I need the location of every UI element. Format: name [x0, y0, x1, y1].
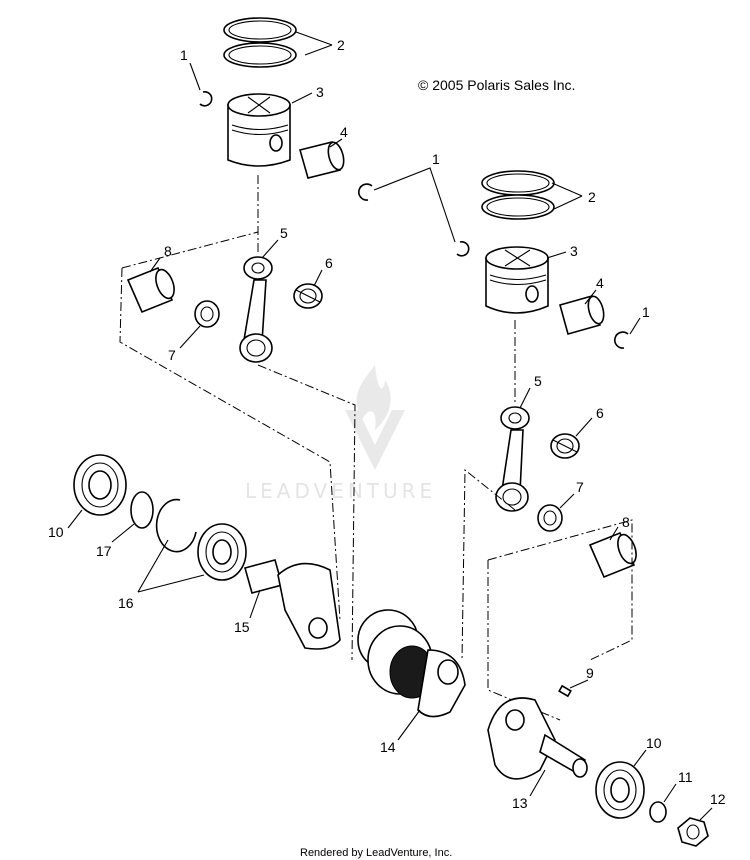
piston-rings-left	[223, 17, 297, 68]
piston-pin-left	[299, 141, 345, 179]
callout-3: 3	[570, 243, 578, 259]
callout-7: 7	[168, 347, 176, 363]
callout-8: 8	[622, 514, 630, 530]
circlip-left-top	[199, 91, 213, 107]
callout-13: 13	[512, 795, 528, 811]
needle-bearing-right	[550, 433, 580, 459]
assembly-outline-right	[461, 320, 633, 721]
callout-15: 15	[234, 619, 250, 635]
assembly-outline-left	[119, 175, 356, 661]
callout-leaders	[67, 31, 713, 821]
nut-12	[677, 817, 709, 847]
crank-pin-left	[126, 266, 175, 314]
callout-16: 16	[118, 595, 134, 611]
callout-12: 12	[710, 791, 726, 807]
crankshaft-half-right	[487, 697, 588, 780]
callout-10: 10	[646, 735, 662, 751]
crank-pin-right	[588, 531, 637, 579]
callout-9: 9	[586, 665, 594, 681]
woodruff-key	[558, 684, 572, 698]
callout-2: 2	[337, 37, 345, 53]
connecting-rod-left	[239, 256, 273, 363]
callout-1: 1	[642, 304, 650, 320]
callout-4: 4	[596, 275, 604, 291]
callout-11: 11	[678, 769, 693, 785]
piston-right	[485, 246, 549, 314]
snap-ring-17	[130, 491, 154, 529]
bearing-7-left	[194, 300, 220, 328]
callout-4: 4	[340, 124, 348, 140]
bearing-7-right	[537, 504, 563, 532]
main-bearing-left	[73, 454, 127, 516]
crankshaft-center	[357, 609, 466, 718]
callout-3: 3	[316, 84, 324, 100]
callout-7: 7	[576, 479, 584, 495]
callout-6: 6	[596, 405, 604, 421]
crankshaft-half-left	[244, 559, 341, 650]
piston-pin-right	[559, 295, 605, 335]
callout-5: 5	[280, 225, 288, 241]
needle-bearing-left	[293, 283, 323, 309]
seal-ring-16a	[155, 498, 197, 553]
callout-10: 10	[48, 524, 64, 540]
circlip-left-mid	[358, 183, 373, 201]
piston-left	[227, 93, 291, 167]
callout-1: 1	[432, 151, 440, 167]
callout-14: 14	[380, 739, 396, 755]
copyright-notice: © 2005 Polaris Sales Inc.	[418, 77, 575, 93]
leadventure-watermark: LEADVENTURE	[245, 365, 436, 503]
footer-credit: Rendered by LeadVenture, Inc.	[300, 847, 452, 859]
callout-6: 6	[325, 255, 333, 271]
main-bearing-right	[595, 761, 645, 819]
callout-2: 2	[588, 189, 596, 205]
circlip-right-top	[456, 241, 470, 257]
leadventure-flame-icon	[345, 365, 405, 470]
connecting-rod-right	[495, 406, 530, 512]
callout-8: 8	[164, 243, 172, 259]
callout-5: 5	[534, 373, 542, 389]
callout-1: 1	[180, 47, 188, 63]
washer-11	[649, 801, 667, 823]
callout-17: 17	[96, 543, 112, 559]
piston-rings-right	[481, 170, 555, 220]
circlip-right-side	[614, 331, 629, 349]
watermark-text: LEADVENTURE	[245, 479, 436, 503]
callout-labels: 1 2 3 4 1 2 3 4 1 5 6 8 7 5 6 7 8 10 17 …	[48, 37, 726, 811]
seal-bearing-16b	[197, 523, 247, 581]
